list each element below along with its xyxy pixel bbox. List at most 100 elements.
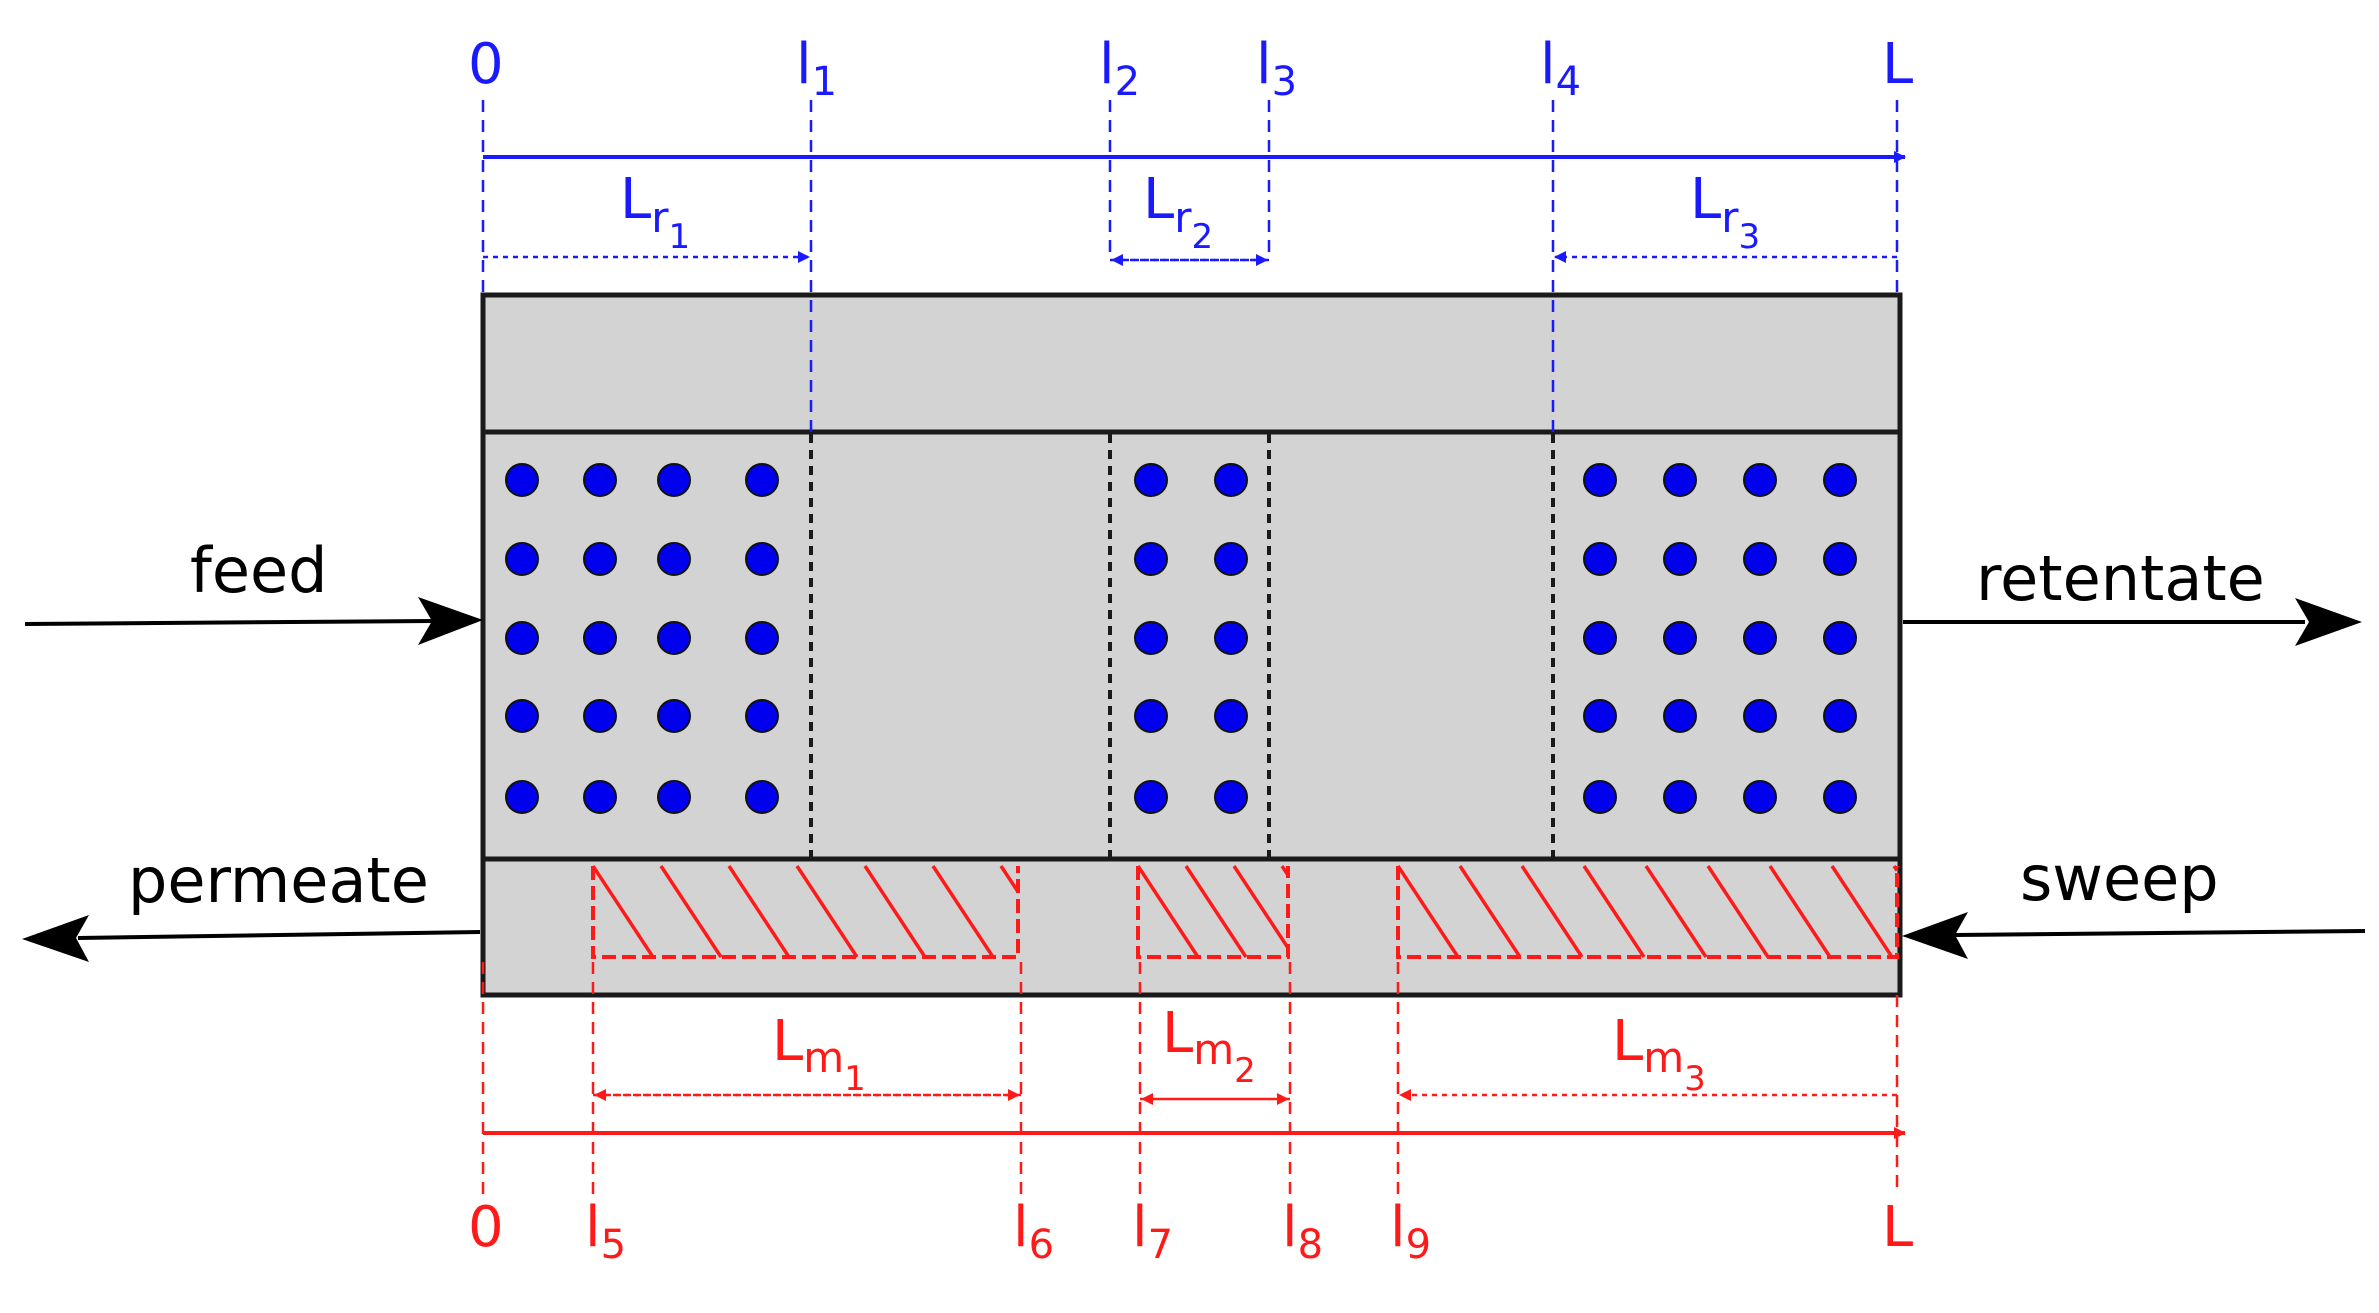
catalyst-particle-3-3-3 <box>1743 621 1777 655</box>
feed-arrow-line <box>24 619 433 626</box>
catalyst-particle-1-2-4 <box>745 542 779 576</box>
catalyst-particle-1-3-4 <box>745 621 779 655</box>
permeate-channel <box>480 856 1903 998</box>
top-segment-dimensions <box>483 251 1897 266</box>
catalyst-boundaries <box>809 434 1555 857</box>
membrane-hatch-1-6 <box>931 865 995 958</box>
bottom-mark-l5: l5 <box>585 1195 626 1268</box>
catalyst-particle-1-3-3 <box>657 621 691 655</box>
top-mark-l2: l2 <box>1099 32 1140 105</box>
catalyst-particle-3-5-2 <box>1663 780 1697 814</box>
catalyst-particle-1-5-3 <box>657 780 691 814</box>
bottom-mark-l9: l9 <box>1390 1195 1431 1268</box>
catalyst-particle-3-4-4 <box>1823 699 1857 733</box>
catalyst-particle-1-2-1 <box>505 542 539 576</box>
catalyst-particle-3-5-1 <box>1583 780 1617 814</box>
catalyst-particle-1-1-3 <box>657 463 691 497</box>
membrane-hatch-3-9 <box>1892 865 1899 872</box>
membrane-sections <box>591 865 1899 959</box>
sweep-arrow-line <box>1954 929 2366 937</box>
membrane-hatch-3-2 <box>1458 865 1522 958</box>
top-axis-guides <box>481 100 1899 432</box>
catalyst-particle-3-4-3 <box>1743 699 1777 733</box>
flow-arrows: feed retentate permeate sweep <box>22 534 2366 962</box>
feed-label: feed <box>190 534 327 607</box>
membrane-hatch-3-7 <box>1768 865 1832 958</box>
top-mark-l3: l3 <box>1256 32 1297 105</box>
catalyst-particle-1-3-2 <box>583 621 617 655</box>
catalyst-particle-3-2-2 <box>1663 542 1697 576</box>
membrane-hatch-3-3 <box>1520 865 1584 958</box>
reaction-zone <box>480 429 1903 862</box>
catalyst-particle-2-3-1 <box>1134 621 1168 655</box>
catalyst-particle-2-2-1 <box>1134 542 1168 576</box>
label-lr1: Lr1 <box>620 167 690 257</box>
label-lm1: Lm1 <box>772 1009 866 1099</box>
catalyst-particle-3-2-3 <box>1743 542 1777 576</box>
bottom-axis: 0 l5 l6 l7 l8 l9 L Lm1 Lm2 Lm3 <box>468 962 1913 1268</box>
membrane-outline-2 <box>1136 866 1290 959</box>
membrane-hatch-3-6 <box>1706 865 1770 958</box>
catalyst-particle-3-4-2 <box>1663 699 1697 733</box>
membrane-hatch-1-3 <box>727 865 791 958</box>
catalyst-particle-1-3-1 <box>505 621 539 655</box>
catalyst-particle-2-1-1 <box>1134 463 1168 497</box>
catalyst-particle-3-2-1 <box>1583 542 1617 576</box>
catalyst-particle-2-4-2 <box>1214 699 1248 733</box>
catalyst-particle-1-4-1 <box>505 699 539 733</box>
bottom-mark-l7: l7 <box>1132 1195 1173 1268</box>
catalyst-particle-3-1-1 <box>1583 463 1617 497</box>
catalyst-particle-3-1-2 <box>1663 463 1697 497</box>
catalyst-particle-1-5-1 <box>505 780 539 814</box>
catalyst-particle-2-1-2 <box>1214 463 1248 497</box>
membrane-hatch-2-4 <box>1280 865 1290 877</box>
catalyst-particles <box>505 463 1857 814</box>
membrane-section-1 <box>591 865 1020 959</box>
catalyst-particle-3-4-1 <box>1583 699 1617 733</box>
membrane-hatch-3-8 <box>1830 865 1894 958</box>
catalyst-particle-2-5-1 <box>1134 780 1168 814</box>
feed-arrowhead <box>418 597 483 645</box>
membrane-outline-1 <box>591 866 1020 959</box>
permeate-arrowhead <box>22 915 89 962</box>
membrane-hatch-2-1 <box>1136 865 1200 958</box>
membrane-hatch-1-2 <box>659 865 723 958</box>
membrane-hatch-3-5 <box>1644 865 1708 958</box>
top-mark-l4: l4 <box>1540 32 1581 105</box>
bottom-segment-dimensions <box>593 1089 1897 1105</box>
membrane-section-3 <box>1396 865 1899 959</box>
catalyst-particle-3-5-3 <box>1743 780 1777 814</box>
membrane-hatch-2-3 <box>1232 865 1290 949</box>
reactor-body <box>480 292 1903 998</box>
membrane-hatch-3-4 <box>1582 865 1646 958</box>
catalyst-particle-1-2-2 <box>583 542 617 576</box>
label-lm3: Lm3 <box>1612 1009 1706 1099</box>
catalyst-particle-1-5-2 <box>583 780 617 814</box>
top-mark-0: 0 <box>468 32 504 97</box>
membrane-hatch-1-5 <box>863 865 927 958</box>
catalyst-particle-3-3-4 <box>1823 621 1857 655</box>
membrane-outline-3 <box>1396 866 1899 959</box>
sweep-arrowhead <box>1902 912 1968 959</box>
top-mark-l1: l1 <box>796 32 837 105</box>
catalyst-particle-3-5-4 <box>1823 780 1857 814</box>
membrane-hatch-3-1 <box>1396 865 1460 958</box>
membrane-hatch-2-2 <box>1184 865 1248 958</box>
membrane-hatch-1-1 <box>591 865 655 958</box>
retentate-arrowhead <box>2295 598 2362 646</box>
catalyst-particle-1-4-4 <box>745 699 779 733</box>
top-axis: 0 l1 l2 l3 l4 L Lr1 Lr2 Lr3 <box>468 32 1913 432</box>
label-lm2: Lm2 <box>1162 1001 1256 1091</box>
sweep-label: sweep <box>2020 842 2219 915</box>
permeate-label: permeate <box>128 844 429 917</box>
catalyst-particle-3-3-1 <box>1583 621 1617 655</box>
top-mark-L: L <box>1882 32 1913 97</box>
permeate-arrow-line <box>77 930 481 940</box>
catalyst-particle-1-1-4 <box>745 463 779 497</box>
membrane-hatch-1-4 <box>795 865 859 958</box>
retentate-label: retentate <box>1976 542 2265 615</box>
bottom-mark-l8: l8 <box>1282 1195 1323 1268</box>
catalyst-particle-3-1-3 <box>1743 463 1777 497</box>
catalyst-particle-1-1-2 <box>583 463 617 497</box>
